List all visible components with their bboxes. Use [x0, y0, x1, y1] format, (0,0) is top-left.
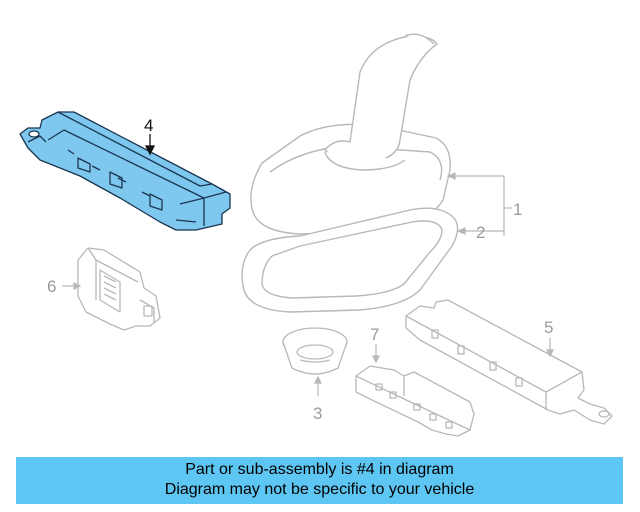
part-4-control-module[interactable] — [19, 111, 231, 231]
part-5-module[interactable] — [405, 299, 613, 425]
callout-6: 6 — [47, 277, 56, 296]
part-7-connector[interactable] — [355, 365, 475, 437]
part-2-trim-ring[interactable] — [241, 207, 459, 313]
part-3-cap[interactable] — [282, 327, 348, 375]
leader-part-3 — [314, 375, 322, 396]
leader-part-6 — [62, 282, 82, 290]
info-banner-bg — [16, 457, 623, 504]
callout-3: 3 — [313, 404, 322, 423]
leader-part-7 — [372, 344, 380, 364]
part-1-gear-knob[interactable] — [250, 33, 451, 235]
callout-4: 4 — [144, 116, 153, 135]
callout-1: 1 — [513, 200, 522, 219]
banner-line-1: Part or sub-assembly is #4 in diagram — [185, 461, 454, 478]
callout-5: 5 — [544, 318, 553, 337]
callout-7: 7 — [370, 325, 379, 344]
part-6-switch[interactable] — [77, 247, 161, 331]
info-banner: Part or sub-assembly is #4 in diagram Di… — [16, 457, 623, 504]
leader-part-4 — [144, 134, 156, 156]
leader-part-1-2 — [446, 172, 512, 236]
banner-line-2: Diagram may not be specific to your vehi… — [164, 481, 475, 498]
callout-2: 2 — [476, 223, 485, 242]
leader-part-5 — [546, 338, 554, 358]
